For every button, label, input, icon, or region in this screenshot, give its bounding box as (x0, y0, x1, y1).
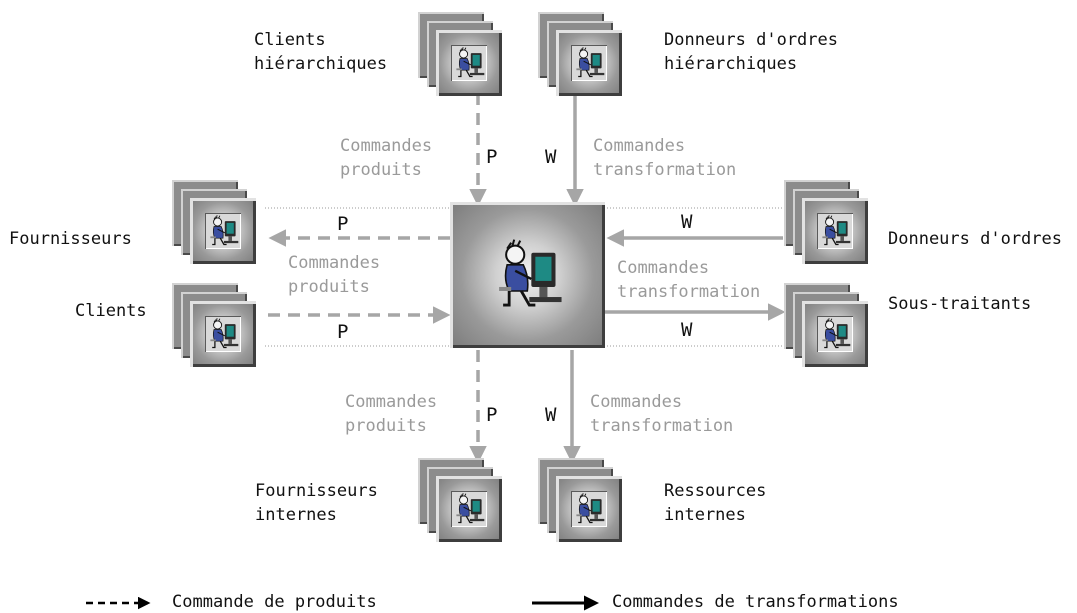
node-fournisseurs-internes (418, 458, 502, 542)
node-icon-frame (451, 45, 487, 81)
label-line: Commandes (340, 136, 433, 156)
label-sous-traitants: Sous-traitants (888, 294, 1032, 314)
person-at-computer-icon (456, 493, 485, 524)
label-ressources-internes: Ressources internes (664, 479, 766, 527)
label-line: produits (288, 277, 370, 297)
label-line: Clients (254, 30, 326, 50)
node-card-front (802, 301, 868, 367)
label-line: produits (340, 160, 422, 180)
node-icon-frame (205, 316, 241, 352)
label-line: hiérarchiques (254, 54, 388, 74)
node-card-front (556, 476, 622, 542)
label-line: Commandes (288, 253, 381, 273)
flow-label-produits-bottom: Commandes produits (345, 390, 437, 438)
label-line: Donneurs d'ordres (664, 30, 838, 50)
node-icon-frame (571, 491, 607, 527)
node-card-front (450, 202, 605, 348)
node-icon-frame (817, 213, 853, 249)
letter-w-right-bottom: W (681, 319, 693, 341)
label-fournisseurs-internes: Fournisseurs internes (255, 479, 378, 527)
label-line: Commandes (593, 136, 686, 156)
node-donneurs-ordres (784, 180, 868, 264)
node-clients-hierarchiques (418, 12, 502, 96)
label-line: internes (664, 505, 746, 525)
label-line: Commandes (617, 258, 710, 278)
label-line: transformation (590, 416, 734, 436)
node-donneurs-hierarchiques (538, 12, 622, 96)
node-card-front (556, 30, 622, 96)
person-at-computer-icon (822, 215, 851, 246)
node-card-front (436, 30, 502, 96)
letter-p-bottom: P (486, 404, 498, 426)
node-icon-frame (451, 491, 487, 527)
flow-label-produits-top: Commandes produits (340, 134, 432, 182)
node-icon-frame (571, 45, 607, 81)
label-line: internes (255, 505, 337, 525)
node-card-front (190, 198, 256, 264)
letter-p-left-bottom: P (337, 321, 349, 343)
node-card-front (436, 476, 502, 542)
legend-label-dashed: Commande de produits (172, 592, 377, 612)
label-line: Fournisseurs (255, 481, 378, 501)
flow-label-transformation-bottom: Commandes transformation (590, 390, 733, 438)
person-at-computer-icon (822, 318, 851, 349)
label-clients-hierarchiques: Clients hiérarchiques (254, 28, 387, 76)
label-line: produits (345, 416, 427, 436)
letter-p-left-top: P (337, 213, 349, 235)
label-fournisseurs: Fournisseurs (9, 229, 132, 249)
label-clients: Clients (75, 301, 147, 321)
node-entreprise-center (450, 202, 605, 348)
person-at-computer-icon (576, 493, 605, 524)
legend-label-solid: Commandes de transformations (612, 592, 899, 612)
node-card-front (802, 198, 868, 264)
node-clients (172, 283, 256, 367)
flow-label-transformation-right: Commandes transformation (617, 256, 760, 304)
label-donneurs-ordres: Donneurs d'ordres (888, 229, 1062, 249)
letter-w-top: W (545, 146, 557, 168)
flow-label-transformation-top: Commandes transformation (593, 134, 736, 182)
letter-w-bottom: W (545, 404, 557, 426)
person-at-computer-icon (210, 318, 239, 349)
node-icon-frame (487, 234, 568, 316)
label-line: transformation (617, 282, 761, 302)
letter-p-top: P (486, 146, 498, 168)
node-card-front (190, 301, 256, 367)
flow-label-produits-left: Commandes produits (288, 251, 380, 299)
node-ressources-internes (538, 458, 622, 542)
person-at-computer-icon (499, 239, 562, 307)
label-line: transformation (593, 160, 737, 180)
node-icon-frame (817, 316, 853, 352)
node-fournisseurs (172, 180, 256, 264)
person-at-computer-icon (576, 47, 605, 78)
label-line: Commandes (345, 392, 438, 412)
label-line: hiérarchiques (664, 54, 798, 74)
node-icon-frame (205, 213, 241, 249)
label-line: Ressources (664, 481, 767, 501)
letter-w-right-top: W (681, 211, 693, 233)
node-sous-traitants (784, 283, 868, 367)
person-at-computer-icon (456, 47, 485, 78)
label-line: Commandes (590, 392, 683, 412)
person-at-computer-icon (210, 215, 239, 246)
label-donneurs-hierarchiques: Donneurs d'ordres hiérarchiques (664, 28, 838, 76)
